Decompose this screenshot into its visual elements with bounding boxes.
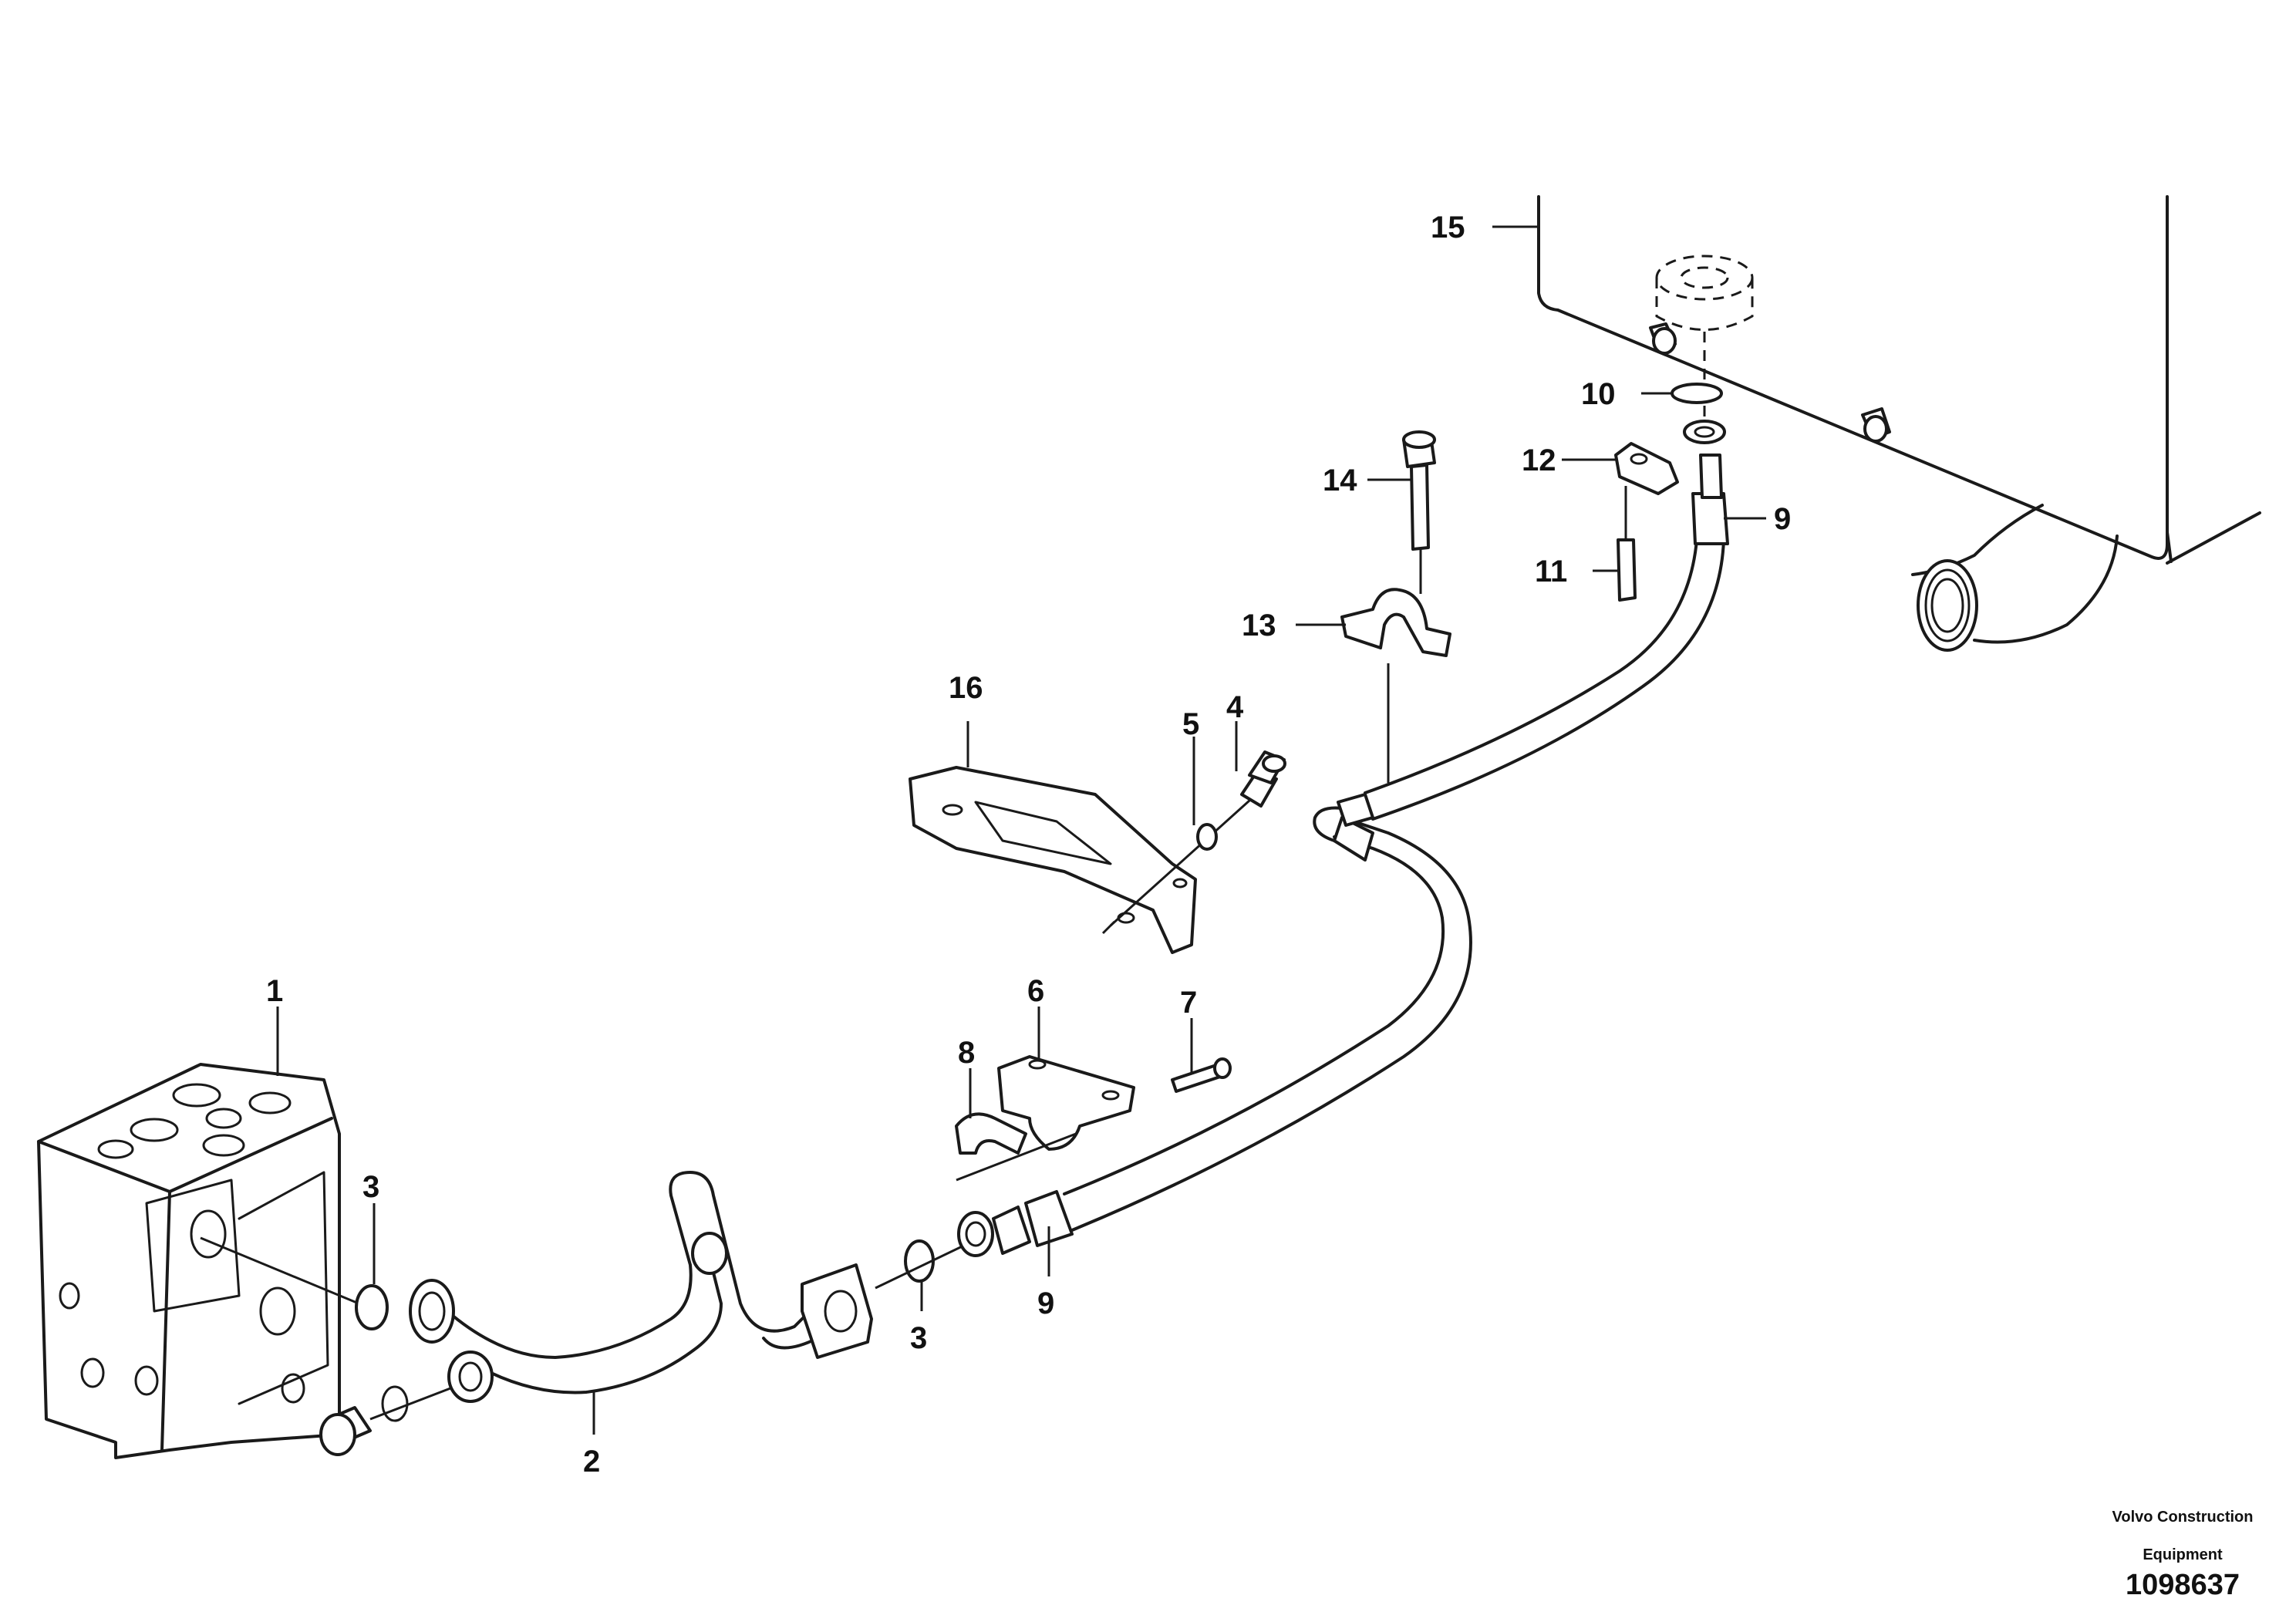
brand-subtitle: Equipment <box>2143 1546 2223 1563</box>
mounting-screw <box>1171 1057 1232 1093</box>
brand-name: Volvo Construction <box>2112 1509 2254 1526</box>
pipe <box>409 1171 873 1403</box>
callout-10: 10 <box>1581 377 1616 411</box>
callout-4: 4 <box>1226 690 1244 724</box>
flange-bolt <box>1240 750 1286 808</box>
control-valve <box>37 1063 341 1459</box>
support-bracket <box>997 1055 1135 1151</box>
washer <box>1196 823 1218 851</box>
callout-8: 8 <box>958 1036 975 1070</box>
drawing-number: 1098637 <box>2126 1569 2240 1601</box>
callout-12: 12 <box>1522 443 1556 477</box>
callout-3-right: 3 <box>910 1321 927 1355</box>
callout-16: 16 <box>949 671 983 705</box>
callout-9-bottom: 9 <box>1037 1286 1054 1320</box>
drain-plug <box>319 1385 409 1456</box>
callout-6: 6 <box>1027 974 1044 1008</box>
callout-7: 7 <box>1180 986 1197 1020</box>
callout-3-left: 3 <box>362 1170 379 1204</box>
callout-11: 11 <box>1535 555 1567 588</box>
o-ring-top <box>1671 383 1723 404</box>
callout-2: 2 <box>583 1445 600 1479</box>
callout-5: 5 <box>1182 707 1199 741</box>
clamp-half <box>1614 442 1679 495</box>
o-ring-left <box>355 1284 389 1330</box>
hydraulic-tank <box>1537 195 2261 652</box>
hose-clamp <box>1340 588 1451 657</box>
callout-15: 15 <box>1431 211 1465 244</box>
bolt <box>1402 430 1436 551</box>
bracket <box>909 766 1197 954</box>
callout-1: 1 <box>266 974 283 1008</box>
pipe-clamp <box>955 1112 1027 1155</box>
callout-9-top: 9 <box>1774 502 1791 536</box>
callout-13: 13 <box>1242 609 1276 642</box>
callout-14: 14 <box>1323 464 1357 497</box>
screw <box>1617 538 1637 602</box>
hose <box>957 420 1729 1257</box>
